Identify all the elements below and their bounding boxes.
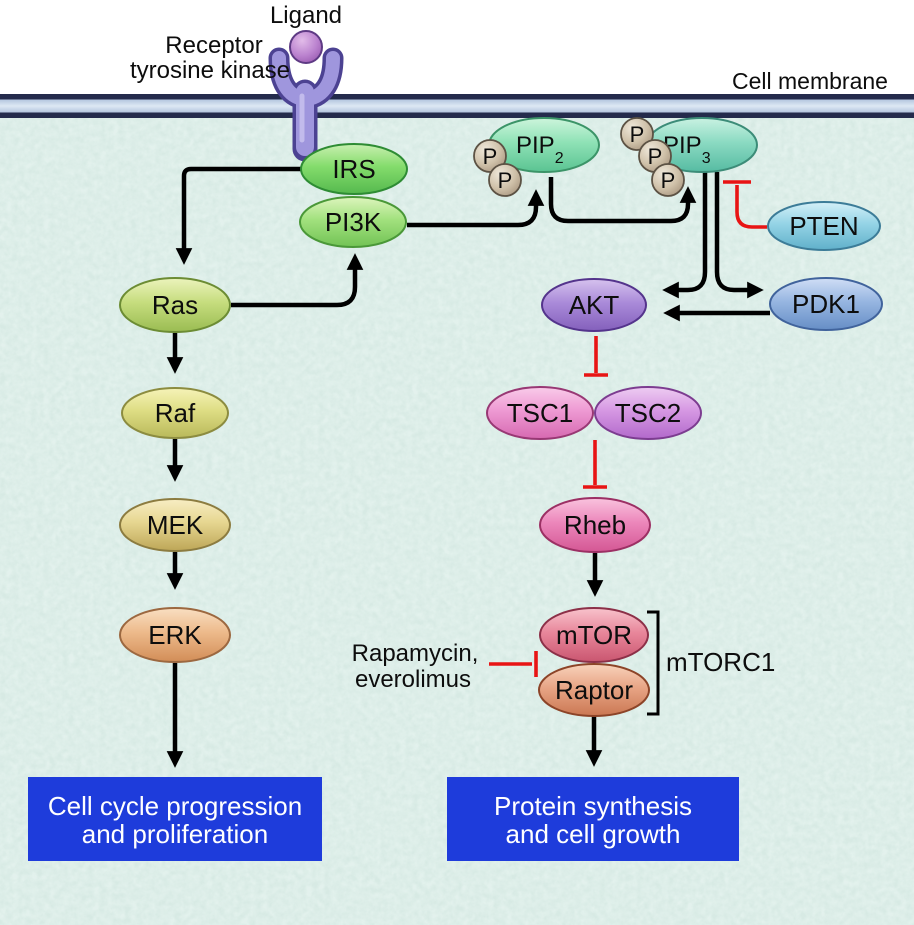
outcome-box-left: Cell cycle progression and proliferation bbox=[28, 777, 322, 861]
node-tsc1: TSC1 bbox=[486, 386, 594, 440]
outcome-right-line2: and cell growth bbox=[506, 819, 681, 849]
erk-label: ERK bbox=[148, 620, 202, 650]
rapamycin-label-line2: everolimus bbox=[355, 666, 471, 693]
receptor-label-line2: tyrosine kinase bbox=[130, 57, 290, 84]
node-ras: Ras bbox=[119, 277, 231, 333]
tsc1-label: TSC1 bbox=[507, 398, 573, 428]
node-erk: ERK bbox=[119, 607, 231, 663]
node-irs: IRS bbox=[300, 143, 408, 195]
rheb-label: Rheb bbox=[564, 510, 626, 540]
ligand-icon bbox=[289, 30, 323, 64]
cell-membrane-label: Cell membrane bbox=[732, 68, 888, 94]
inhibit-akt-to-tsc bbox=[584, 336, 608, 377]
outcome-box-right: Protein synthesis and cell growth bbox=[447, 777, 739, 861]
rapamycin-label-line1: Rapamycin, bbox=[352, 640, 479, 667]
node-pip2: PIP2 bbox=[488, 117, 600, 173]
pten-label: PTEN bbox=[789, 211, 858, 241]
irs-label: IRS bbox=[332, 154, 375, 184]
receptor-label-line1: Receptor bbox=[165, 32, 262, 59]
pdk1-label: PDK1 bbox=[792, 289, 860, 319]
node-pi3k: PI3K bbox=[299, 196, 407, 248]
receptor-tyrosine-kinase-icon bbox=[268, 47, 344, 162]
inhibit-tsc-to-rheb bbox=[583, 440, 607, 489]
ras-label: Ras bbox=[152, 290, 198, 320]
tsc2-label: TSC2 bbox=[615, 398, 681, 428]
node-raptor: Raptor bbox=[538, 663, 650, 717]
p-badge-label: P bbox=[648, 144, 663, 169]
akt-label: AKT bbox=[569, 290, 620, 320]
outcome-left-line2: and proliferation bbox=[82, 819, 268, 849]
node-rheb: Rheb bbox=[539, 497, 651, 553]
phosphate-badges: P P P P P bbox=[473, 117, 685, 197]
arrow-pip3-to-pdk1 bbox=[714, 172, 764, 299]
mtor-label: mTOR bbox=[556, 620, 632, 650]
node-pten: PTEN bbox=[767, 201, 881, 251]
arrow-pip3-to-akt bbox=[662, 172, 708, 299]
ligand-label: Ligand bbox=[270, 2, 342, 29]
pip2-subscript: 2 bbox=[555, 150, 564, 167]
node-mek: MEK bbox=[119, 498, 231, 552]
arrow-irs-to-ras bbox=[175, 166, 302, 265]
p-badge-label: P bbox=[483, 144, 498, 169]
node-raf: Raf bbox=[121, 387, 229, 439]
node-tsc2: TSC2 bbox=[594, 386, 702, 440]
mek-label: MEK bbox=[147, 510, 204, 540]
cell-membrane-band bbox=[0, 94, 914, 118]
p-badge-label: P bbox=[630, 122, 645, 147]
p-badge-label: P bbox=[498, 168, 513, 193]
node-pdk1: PDK1 bbox=[769, 277, 883, 331]
pip3-subscript: 3 bbox=[702, 150, 711, 167]
raptor-label: Raptor bbox=[555, 675, 633, 705]
node-akt: AKT bbox=[541, 278, 647, 332]
inhibit-rapamycin-to-mtorc1 bbox=[489, 651, 538, 677]
outcome-right-line1: Protein synthesis bbox=[494, 791, 692, 821]
arrow-pip2-to-pip3 bbox=[548, 177, 697, 224]
outcome-left-line1: Cell cycle progression bbox=[48, 791, 302, 821]
p-badge-label: P bbox=[661, 168, 676, 193]
extracellular-background bbox=[0, 0, 914, 94]
raf-label: Raf bbox=[155, 398, 196, 428]
pi3k-label: PI3K bbox=[325, 207, 382, 237]
mtorc1-label: mTORC1 bbox=[666, 647, 775, 677]
svg-text:PIP2: PIP2 bbox=[516, 132, 564, 167]
arrow-ras-to-pi3k bbox=[231, 253, 364, 308]
node-mtor: mTOR bbox=[539, 607, 649, 663]
mtorc1-bracket bbox=[647, 610, 660, 716]
arrow-pi3k-to-pip2 bbox=[407, 189, 545, 228]
pip2-label: PIP bbox=[516, 132, 555, 159]
inhibit-pten-to-pip3 bbox=[723, 180, 767, 229]
